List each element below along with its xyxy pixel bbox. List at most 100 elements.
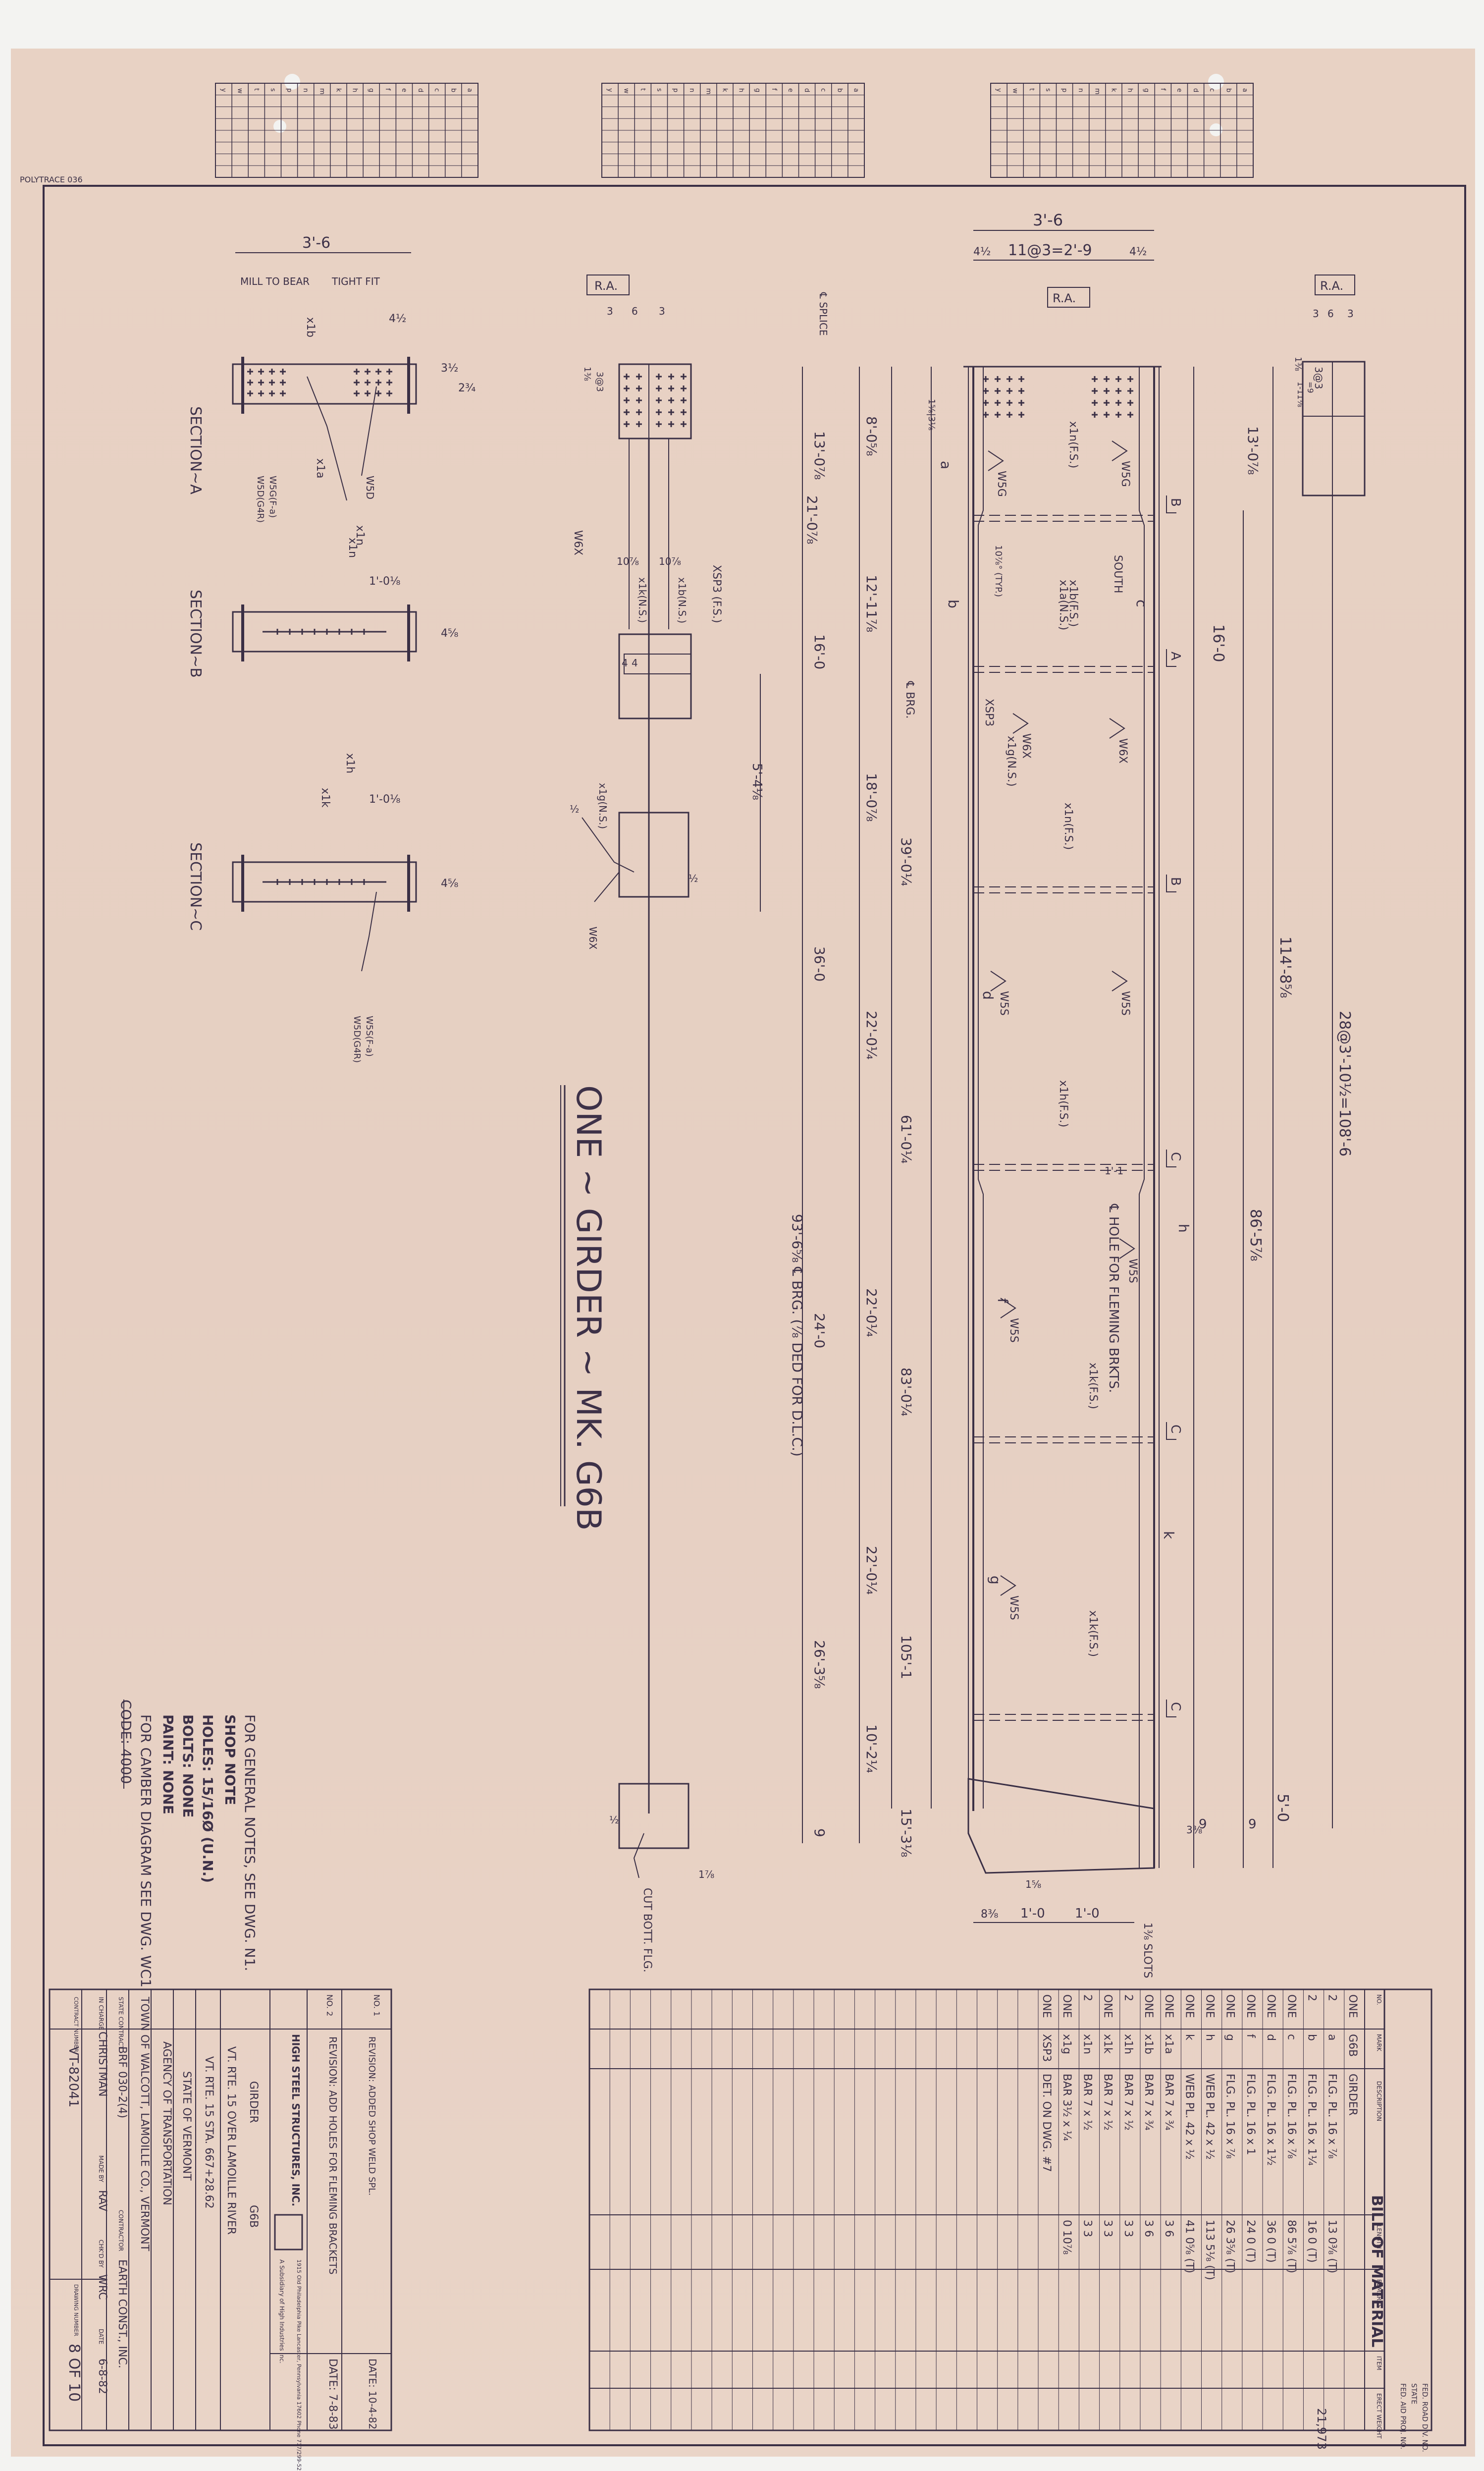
tb-contract-no-label: CONTRACT NUMBER (73, 1997, 79, 2052)
flange-mark: b (945, 600, 961, 608)
grid-letter: p (1060, 88, 1068, 92)
bom-cell-no: ONE (1183, 1994, 1195, 2018)
section-mark: C (1168, 1425, 1183, 1433)
grid-letter: h (738, 88, 745, 92)
part-label: x1a(N.S.) (1057, 580, 1069, 630)
grid-letter: g (368, 88, 375, 92)
tb-rev1-date: DATE: 10-4-82 (367, 2359, 378, 2429)
grid-letter: m (318, 88, 325, 95)
bom-cell-mark: g (1224, 2034, 1236, 2041)
bill-of-material: BILL OF MATERIAL FED. ROAD DIV. NO. STAT… (588, 1988, 1432, 2452)
bom-cell-no: ONE (1204, 1994, 1216, 2018)
grid-letter: m (1093, 88, 1101, 95)
note-code: CODE: 4000 (118, 1700, 134, 1784)
tb-contract: BRF 030-2(4) (116, 2046, 128, 2118)
section-mark: C (1168, 1702, 1183, 1711)
grid-letter: d (803, 88, 810, 92)
bom-cell-mark: x1b (1142, 2034, 1155, 2054)
splice-ra: R.A. (594, 279, 618, 293)
right-dim-7: =9 (1306, 382, 1315, 393)
bom-cell-desc: WEB PL. 42 x ½ (1183, 2074, 1195, 2160)
part-label: x1k(F.S.) (1087, 1363, 1099, 1409)
section-c: SECTION~C x1h x1k W5S(F-a) W5D(G4R) 1'-0… (187, 753, 458, 1063)
plan-ra: R.A. (1053, 291, 1076, 305)
plan-left-dim: 36'-0 (811, 946, 828, 982)
plan-brg-label: ℄ BRG. (903, 681, 916, 719)
part-label: x1n(F.S.) (1067, 421, 1079, 468)
plan-hole-note: ℄ HOLE FOR FLEMING BRKTS. (1106, 1204, 1121, 1393)
grid-letter: c (1208, 88, 1216, 92)
bom-cell-no: ONE (1163, 1994, 1175, 2018)
grid-letter: c (819, 88, 827, 92)
weld-label: W6X (1116, 738, 1129, 764)
bom-cell-mark: c (1285, 2034, 1297, 2040)
plan-left-dim: 22'-0¼ (863, 1546, 880, 1594)
bom-cell-desc: FLG. PL. 16 x ⅞ (1326, 2074, 1338, 2159)
section-a-dim-2: 3½ (441, 362, 458, 375)
tb-girder-mark: G6B (247, 2205, 260, 2228)
bom-cell-mark: b (1305, 2034, 1318, 2041)
splice-bottom-2: 1⅞ (698, 1868, 714, 1880)
part-label: x1n(F.S.) (1062, 803, 1074, 850)
section-b: SECTION~B x1n 1'-0⅛ 4⅝ (187, 538, 458, 678)
tb-made-by: RAV (96, 2190, 108, 2211)
bom-cell-length: 3 3 (1081, 2220, 1093, 2237)
section-a-part-4: W5G(F-a) (267, 476, 278, 518)
right-dim-2: 6 (1327, 308, 1334, 320)
weld-label: W5S (1126, 1259, 1139, 1283)
grid-letter: d (417, 88, 424, 92)
bom-header: ERECT WEIGHT (1376, 2393, 1382, 2439)
bom-cell-desc: BAR 7 x ½ (1081, 2074, 1093, 2131)
splice-dim-5: 3@3 (594, 372, 605, 392)
bom-cell-mark: d (1265, 2034, 1277, 2041)
plan-top-dim-4: 16'-0 (1210, 624, 1227, 662)
plan-bottom-dim-4: 1⅝ (1025, 1878, 1041, 1890)
splice-dim-6: 10⅞ (617, 555, 639, 567)
tb-town: TOWN OF WALCOTT, LAMOILLE CO., VERMONT (138, 1996, 151, 2251)
splice-dim-3: 3 (659, 305, 665, 317)
section-b-dim-1: 1'-0⅛ (369, 575, 400, 588)
bom-tag-2: STATE (1410, 2383, 1418, 2404)
bom-cell-desc: BAR 7 x ¾ (1142, 2074, 1155, 2131)
grid-letter: n (688, 88, 695, 92)
splice-bottom-3: ½ (609, 1814, 619, 1826)
grid-letter: a (466, 88, 473, 92)
plan-bottom-dim-5: 3⅜ (1186, 1824, 1202, 1836)
bom-cell-no: ONE (1102, 1994, 1114, 2018)
plan-south-label: SOUTH (1112, 555, 1124, 593)
note-paint: PAINT: NONE (160, 1714, 176, 1814)
bom-cell-mark: h (1204, 2034, 1216, 2041)
bom-cell-no: ONE (1265, 1994, 1277, 2018)
tb-chkd-label: CHK'D BY (98, 2240, 105, 2268)
tb-drawing-no-label: DRAWING NUMBER (73, 2284, 79, 2336)
plan-left-dim: 83'-0¼ (898, 1368, 914, 1416)
plan-left-dim: 8'-0⅝ (863, 416, 880, 456)
tb-agency: AGENCY OF TRANSPORTATION (160, 2041, 173, 2205)
bom-cell-desc: FLG. PL. 16 x ⅞ (1285, 2074, 1297, 2159)
bom-cell-desc: FLG. PL. 16 x ⅞ (1224, 2074, 1236, 2159)
section-mark: B (1168, 877, 1183, 886)
sheet-border (43, 185, 1466, 2446)
bom-tag-3: FED. AID PROJ. NO. (1399, 2383, 1407, 2449)
section-a-dim-3: 2¾ (458, 382, 476, 394)
bom-cell-mark: XSP3 (1040, 2034, 1053, 2062)
part-label: x1g(N.S.) (1005, 736, 1017, 787)
splice-dim-4: 1⅜ (582, 367, 592, 381)
bom-cell-length: 41 0⅝ (T) (1183, 2220, 1195, 2273)
plan-splice-label: ℄ SPLICE (817, 292, 829, 336)
grid-letter: f (1159, 88, 1166, 91)
bom-cell-no: ONE (1285, 1994, 1297, 2018)
grid-letter: e (1175, 88, 1183, 92)
splice-dim-10: 5'-4⅛ (749, 763, 764, 800)
plan-left-dim: 16'-0 (811, 634, 828, 669)
section-mark: B (1168, 498, 1183, 507)
right-dim-6: 1-11⅛ (1296, 382, 1305, 407)
note-camber: FOR CAMBER DIAGRAM SEE DWG. WC1 (138, 1714, 154, 1987)
grid-letter: g (754, 88, 761, 92)
grid-letter: k (334, 88, 342, 92)
plan-left-dim: 26'-3⅝ (811, 1640, 828, 1689)
splice-dim-9: 4 (632, 657, 638, 669)
punch-holes (273, 74, 1224, 136)
bom-cell-desc: WEB PL. 42 x ½ (1204, 2074, 1216, 2160)
